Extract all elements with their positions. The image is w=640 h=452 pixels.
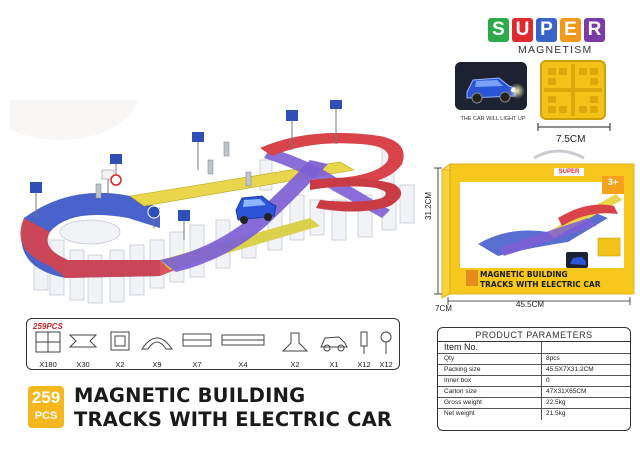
part-cross-track: X2 — [279, 331, 311, 369]
part-electric-car: X1 — [317, 331, 351, 369]
table-row: Qty 8pcs — [438, 354, 630, 365]
param-key: Carton size — [438, 387, 542, 397]
track-scene-image — [0, 40, 430, 310]
param-key: Net weight — [438, 409, 542, 420]
sign-post-icon — [380, 331, 392, 354]
param-key: Inner box — [438, 376, 542, 386]
product-parameters-table: PRODUCT PARAMETERS Item No. Qty 8pcs Pac… — [437, 327, 631, 431]
tile-pattern-icon — [544, 64, 602, 116]
package-depth-label: 7CM — [435, 304, 452, 313]
curve-track-icon — [141, 337, 173, 350]
piece-count: 259 — [31, 388, 61, 407]
product-title-line1: MAGNETIC BUILDING — [74, 384, 306, 407]
car-caption: THE CAR WILL LIGHT UP — [460, 116, 526, 122]
part-qty: X2 — [115, 360, 125, 369]
contents-parts-list: X180 X30 X2 X9 X7 X4 X2 X1 — [27, 331, 399, 369]
logo-letter: E — [560, 18, 581, 42]
piece-count-badge: 259 PCS — [28, 386, 64, 428]
long-track-icon — [221, 334, 265, 346]
part-connector: X30 — [65, 331, 101, 369]
package-height-label: 31.2CM — [424, 191, 433, 220]
box-title-line1: MAGNETIC BUILDING — [480, 270, 568, 279]
box-logo: SUPER — [558, 169, 580, 175]
brand-logo: S U P E R MAGNETISM — [488, 18, 608, 56]
params-header: Item No. — [438, 342, 542, 353]
piece-unit: PCS — [34, 410, 58, 422]
param-value: 47X31X65CM — [546, 388, 587, 395]
part-qty: X9 — [152, 360, 162, 369]
car-outline-icon — [320, 336, 348, 352]
magnetic-tile-image — [540, 60, 606, 120]
params-header-row: Item No. — [438, 342, 630, 354]
package-box-illustration — [440, 149, 636, 299]
param-value: 21.5kg — [546, 410, 566, 417]
param-value: 8pcs — [546, 355, 560, 362]
part-qty: X12 — [357, 360, 371, 369]
param-key: Qty — [438, 354, 542, 364]
connector-icon — [68, 334, 98, 348]
cross-track-icon — [281, 332, 309, 352]
part-qty: X1 — [329, 360, 339, 369]
base-tile-icon — [35, 331, 61, 353]
part-qty: X2 — [290, 360, 300, 369]
table-row: Packing size 45.5X7X31.2CM — [438, 365, 630, 376]
param-key: Gross weight — [438, 398, 542, 408]
width-dimension-arrow-icon — [447, 297, 631, 305]
logo-letter: S — [488, 18, 509, 42]
car-icon — [455, 62, 527, 110]
electric-car-icon — [235, 195, 277, 224]
params-title: PRODUCT PARAMETERS — [438, 328, 630, 342]
contents-title: 259PCS — [33, 322, 63, 331]
part-straight-track: X7 — [177, 331, 217, 369]
part-sign-post: X12 — [375, 331, 397, 369]
product-title-line2: TRACKS WITH ELECTRIC CAR — [74, 408, 393, 431]
tile-dimension-label: 7.5CM — [556, 134, 586, 145]
product-title: MAGNETIC BUILDING TRACKS WITH ELECTRIC C… — [74, 384, 392, 432]
square-tile-icon — [110, 331, 130, 351]
dimension-arrow-icon — [537, 123, 611, 131]
table-row: Net weight 21.5kg — [438, 409, 630, 420]
part-base-tile: X180 — [31, 331, 65, 369]
param-value: 22.5kg — [546, 399, 566, 406]
table-row: Gross weight 22.5kg — [438, 398, 630, 409]
param-value: 0 — [546, 377, 550, 384]
contents-panel: 259PCS X180 X30 X2 X9 X7 X4 X2 — [26, 318, 400, 370]
logo-letters: S U P E R — [488, 18, 608, 42]
part-qty: X7 — [192, 360, 202, 369]
part-qty: X12 — [379, 360, 393, 369]
part-qty: X4 — [238, 360, 248, 369]
part-traffic-light: X12 — [353, 331, 375, 369]
part-long-track: X4 — [219, 331, 267, 369]
logo-letter: P — [536, 18, 557, 42]
params-header-value — [542, 342, 630, 353]
box-title-line2: TRACKS WITH ELECTRIC CAR — [480, 280, 601, 289]
table-row: Inner box 0 — [438, 376, 630, 387]
package-box-image: SUPER 3+ MAGNETIC BUILDING TRACKS WITH E… — [438, 148, 638, 318]
part-qty: X180 — [39, 360, 57, 369]
traffic-light-icon — [360, 331, 368, 354]
part-curve-track: X9 — [137, 331, 177, 369]
height-dimension-arrow-icon — [434, 167, 442, 295]
logo-letter: R — [584, 18, 605, 42]
logo-subtitle: MAGNETISM — [518, 44, 593, 56]
part-square-tile: X2 — [105, 331, 135, 369]
track-illustration — [0, 40, 415, 304]
table-row: Carton size 47X31X65CM — [438, 387, 630, 398]
param-value: 45.5X7X31.2CM — [546, 366, 594, 373]
box-age-badge: 3+ — [607, 177, 619, 187]
car-light-inset — [455, 62, 527, 110]
part-qty: X30 — [76, 360, 90, 369]
straight-track-icon — [182, 333, 212, 347]
logo-letter: U — [512, 18, 533, 42]
package-width-label: 45.5CM — [516, 300, 545, 309]
param-key: Packing size — [438, 365, 542, 375]
